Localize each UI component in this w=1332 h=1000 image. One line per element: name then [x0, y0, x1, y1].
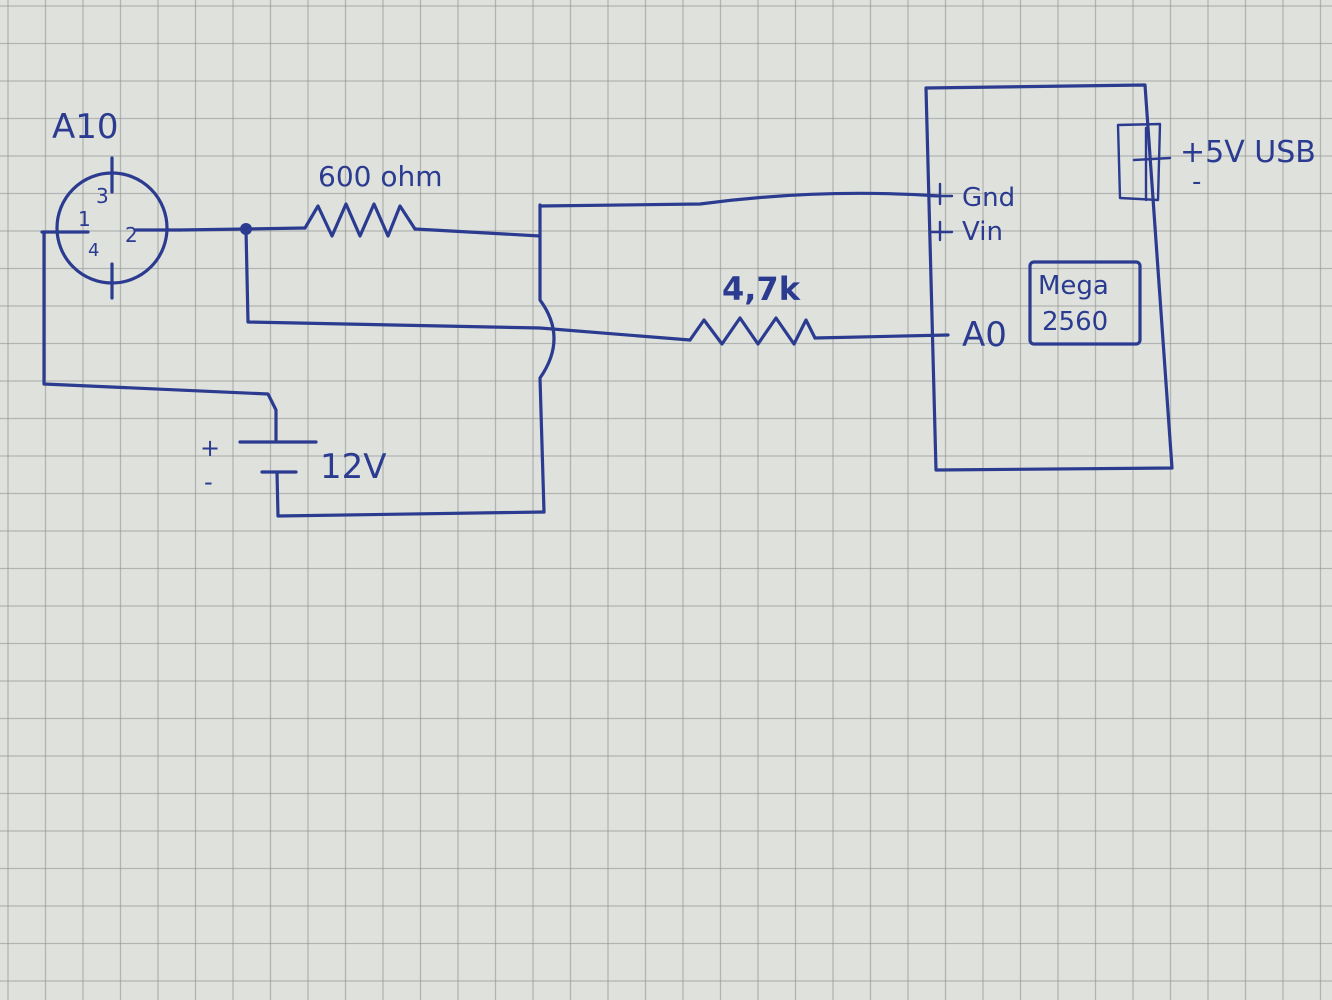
sensor-pin-2: 2 — [125, 223, 138, 247]
pin-a0-label: A0 — [962, 315, 1007, 355]
battery-label: 12V — [320, 447, 387, 487]
pin-gnd-label: Gnd — [962, 183, 1015, 213]
resistor-2-label: 4,7k — [722, 270, 801, 308]
sensor-pin-3: 3 — [96, 184, 109, 208]
usb-label: +5V USB — [1180, 135, 1316, 170]
mega-chip — [1028, 260, 1142, 346]
sensor-connector: A10 1 2 3 4 — [40, 107, 182, 300]
chip-label-line-2: 2560 — [1042, 307, 1108, 337]
chip-label-line-1: Mega — [1038, 271, 1109, 301]
sensor-label: A10 — [52, 107, 119, 147]
resistor-600-ohm: 600 ohm — [303, 160, 443, 238]
sensor-pin-1: 1 — [78, 207, 91, 231]
battery-12v: + - 12V — [200, 434, 387, 496]
usb-connector — [1116, 122, 1162, 202]
battery-plus-sign: + — [200, 434, 220, 462]
arduino-board: Gnd Vin A0 Mega 2560 +5V USB - — [924, 83, 1316, 472]
resistor-4-7k: 4,7k — [688, 270, 817, 346]
sensor-pin-4: 4 — [88, 240, 99, 261]
pin-vin-label: Vin — [962, 217, 1003, 247]
usb-minus-sign: - — [1192, 167, 1201, 197]
resistor-1-label: 600 ohm — [318, 160, 443, 193]
battery-minus-sign: - — [204, 468, 213, 496]
circuit-wires — [42, 191, 950, 518]
